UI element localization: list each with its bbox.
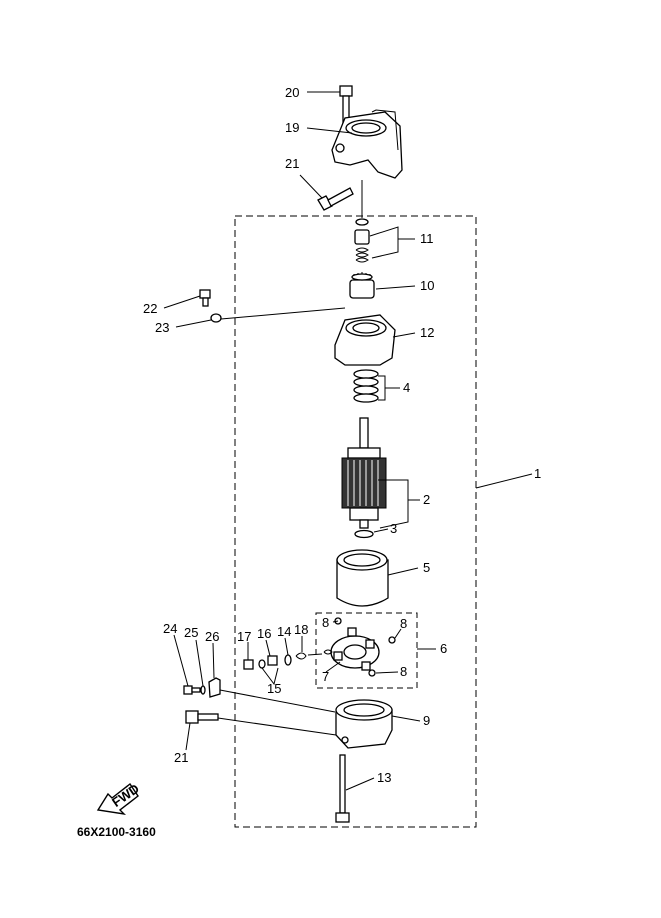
leader-9	[391, 715, 421, 722]
callout-4: 4	[403, 380, 410, 395]
fwd-arrow-icon: FWD	[96, 781, 142, 816]
part-25-washer	[200, 685, 206, 695]
part-13-through-bolt	[335, 754, 350, 823]
callout-21-upper: 21	[285, 156, 299, 171]
callout-15: 15	[267, 681, 281, 696]
callout-10: 10	[420, 278, 434, 293]
leader-15	[261, 667, 279, 686]
callout-20: 20	[285, 85, 299, 100]
part-8-screw-c	[368, 669, 376, 677]
part-8-screw-b	[388, 636, 396, 644]
callout-23: 23	[155, 320, 169, 335]
callout-1: 1	[534, 466, 541, 481]
assembly-boundary	[234, 215, 477, 828]
leader-24	[173, 634, 189, 687]
leader-4	[378, 375, 400, 401]
leader-10	[375, 285, 416, 290]
leader-5	[387, 567, 419, 576]
part-12-housing	[334, 314, 396, 366]
leader-3	[373, 528, 389, 533]
callout-14: 14	[277, 624, 291, 639]
leader-12	[392, 332, 416, 338]
part-21-bolt-lower	[185, 710, 219, 724]
callout-9: 9	[423, 713, 430, 728]
callout-7: 7	[322, 669, 329, 684]
part-9-end-cover	[335, 699, 393, 749]
part-18-terminal	[295, 652, 323, 660]
leader-2-3	[378, 479, 409, 529]
callout-2: 2	[423, 492, 430, 507]
part-10-pinion	[349, 272, 375, 299]
leader-24-line	[219, 689, 336, 713]
callout-18: 18	[294, 622, 308, 637]
callout-6: 6	[440, 641, 447, 656]
part-23-washer	[210, 313, 222, 323]
part-5-yoke	[336, 549, 389, 607]
leader-7	[325, 661, 341, 673]
part-4-spring-stack	[353, 369, 379, 403]
callout-5: 5	[423, 560, 430, 575]
leader-26	[212, 642, 215, 679]
callout-24: 24	[163, 621, 177, 636]
part-14-washer	[284, 654, 292, 666]
part-2-armature	[341, 417, 387, 529]
callout-17: 17	[237, 629, 251, 644]
callout-13: 13	[377, 770, 391, 785]
leader-8b	[394, 628, 402, 639]
leader-21-lower	[185, 722, 191, 751]
leader-1	[475, 473, 533, 489]
callout-25: 25	[184, 625, 198, 640]
leader-22	[163, 295, 201, 309]
part-17-nut	[243, 659, 254, 670]
callout-8-left: 8	[322, 615, 329, 630]
leader-21-line	[217, 717, 337, 736]
part-26-clamp	[208, 677, 221, 698]
callout-22: 22	[143, 301, 157, 316]
leader-19	[306, 127, 353, 134]
brush-holder-boundary	[315, 612, 418, 689]
leader-23-to-housing	[220, 307, 346, 320]
part-16-nut	[267, 655, 278, 666]
callout-21-lower: 21	[174, 750, 188, 765]
callout-26: 26	[205, 629, 219, 644]
leader-8c	[375, 671, 399, 674]
callout-12: 12	[420, 325, 434, 340]
part-7-brush-holder	[330, 627, 380, 671]
callout-16: 16	[257, 626, 271, 641]
callout-19: 19	[285, 120, 299, 135]
callout-8-right: 8	[400, 616, 407, 631]
callout-11: 11	[420, 231, 434, 246]
leader-8a	[332, 620, 339, 623]
part-22-screw	[199, 289, 211, 307]
diagram-code: 66X2100-3160	[77, 825, 156, 839]
part-3-washer	[354, 529, 374, 539]
leader-13	[345, 777, 375, 791]
leader-16	[265, 639, 271, 657]
leader-21-upper	[299, 174, 323, 199]
part-15-washer	[258, 659, 266, 669]
part-24-screw	[183, 685, 201, 695]
leader-25	[195, 639, 204, 687]
leader-14	[284, 637, 289, 656]
leader-11	[369, 226, 399, 259]
callout-3: 3	[390, 521, 397, 536]
part-21-bolt-upper	[317, 187, 354, 211]
part-19-bracket	[331, 109, 403, 179]
leader-23	[175, 319, 212, 328]
part-11-collar-spring	[354, 218, 370, 263]
callout-8-bottom: 8	[400, 664, 407, 679]
